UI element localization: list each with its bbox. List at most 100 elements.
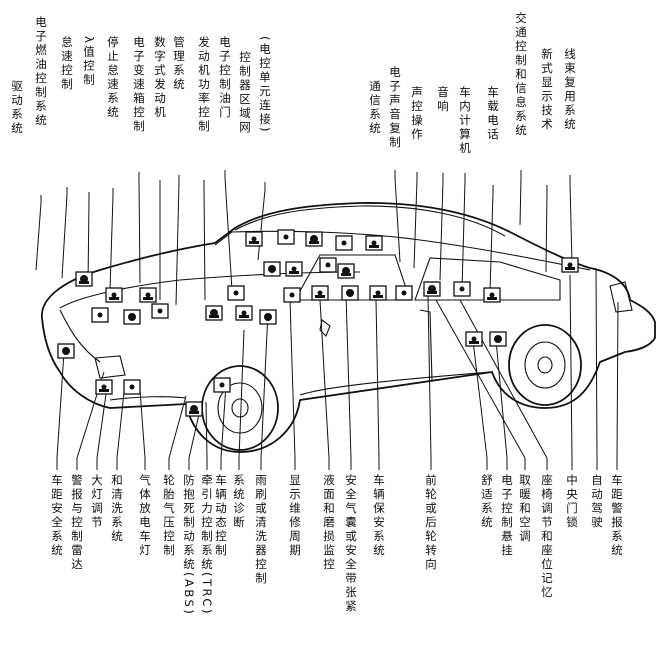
- component-icon-30: [185, 401, 203, 417]
- top-leader-17: [569, 182, 573, 265]
- component-icon-24: [423, 281, 441, 297]
- top-label-13-0: 车内计算机: [458, 86, 472, 156]
- bottom-label-19: 座椅调节和座位记忆: [540, 474, 554, 600]
- component-icon-31: [213, 377, 231, 393]
- bottom-leader-7: [205, 401, 208, 459]
- component-icon-18: [337, 263, 355, 279]
- bottom-leader-9: [238, 329, 245, 459]
- bottom-label-11: 显示维修周期: [288, 474, 302, 558]
- bottom-leader-22: [616, 301, 619, 459]
- top-label-3-0: 停止怠速系统: [106, 36, 120, 120]
- bottom-leader-0: [56, 351, 65, 459]
- bottom-label-6: 防抱死制动系统(ABS): [182, 474, 196, 617]
- top-leader-16: [545, 192, 548, 273]
- leader-lines: [35, 170, 619, 470]
- bottom-label-10: 雨刷或清洗器控制: [254, 474, 268, 586]
- top-leader-15: [519, 177, 522, 226]
- bottom-leader-14: [375, 299, 380, 459]
- top-leader-6: [175, 182, 180, 306]
- top-label-10-0: 通信系统: [368, 80, 382, 136]
- component-icon-8: [235, 305, 253, 321]
- component-icon-15: [263, 261, 281, 277]
- bottom-leader-6: [188, 409, 201, 459]
- bottom-leader-15: [427, 295, 432, 459]
- component-icon-1: [91, 307, 109, 323]
- component-icon-16: [285, 261, 303, 277]
- top-leader-7: [203, 187, 206, 301]
- bottom-label-1: 警报与控制雷达: [70, 474, 84, 572]
- component-icon-4: [139, 287, 157, 303]
- bottom-label-16: 舒适系统: [480, 474, 494, 530]
- component-icon-6: [205, 305, 223, 321]
- top-leader-14: [489, 192, 494, 293]
- top-leader-2: [87, 199, 90, 286]
- bottom-label-15: 前轮或后轮转向: [424, 474, 438, 572]
- top-label-6-0: 管理系统: [172, 36, 186, 92]
- top-label-17-0: 线束复用系统: [563, 48, 577, 132]
- bottom-label-22: 车距警报系统: [610, 474, 624, 558]
- bottom-label-2: 大灯调节: [90, 474, 104, 530]
- component-icon-3: [123, 309, 141, 325]
- bottom-label-14: 车辆保安系统: [372, 474, 386, 558]
- top-label-12-0: 音响: [436, 86, 450, 114]
- top-label-9-1: (电控单元连接): [258, 36, 272, 134]
- top-label-15-0: 交通控制和信息系统: [514, 12, 528, 138]
- bottom-leader-10: [260, 311, 269, 459]
- top-label-0-0: 驱动系统: [10, 80, 24, 136]
- component-icon-27: [57, 343, 75, 359]
- component-icon-32: [465, 331, 483, 347]
- top-label-10-1: 电子声音复制: [388, 66, 402, 150]
- bottom-label-5: 轮胎气压控制: [162, 474, 176, 558]
- top-label-1-0: 怠速控制: [60, 36, 74, 92]
- component-icon-20: [311, 285, 329, 301]
- component-icon-13: [335, 235, 353, 251]
- bottom-label-0: 车距安全系统: [50, 474, 64, 558]
- bottom-leader-18: [435, 299, 526, 459]
- component-icon-14: [365, 235, 383, 251]
- component-icon-22: [369, 285, 387, 301]
- bottom-leader-12: [319, 299, 330, 459]
- bottom-leader-17: [495, 339, 508, 459]
- bottom-label-21: 自动驾驶: [590, 474, 604, 530]
- bottom-leader-3: [116, 382, 126, 459]
- top-leader-4: [138, 179, 141, 284]
- top-leader-3: [109, 195, 114, 291]
- component-icon-19: [283, 287, 301, 303]
- top-leader-9: [257, 189, 266, 261]
- top-label-0-1: 电子燃油控制系统: [34, 16, 48, 128]
- top-leader-12: [439, 180, 444, 281]
- bottom-leader-8: [220, 384, 227, 459]
- bottom-label-12: 液面和磨损监控: [322, 474, 336, 572]
- top-label-11-0: 声控操作: [410, 86, 424, 142]
- top-label-8-0: 电子控制油门: [218, 36, 232, 120]
- component-icon-11: [277, 229, 295, 245]
- component-icon-26: [483, 287, 501, 303]
- top-leader-8: [224, 177, 233, 291]
- component-icon-17: [319, 257, 337, 273]
- top-leader-11: [413, 179, 418, 269]
- component-icon-7: [227, 285, 245, 301]
- bottom-label-20: 中央门锁: [565, 474, 579, 530]
- top-label-4-0: 电子变速箱控制: [132, 36, 146, 134]
- bottom-label-18: 取暖和空调: [518, 474, 532, 544]
- component-icon-25: [453, 281, 471, 297]
- component-icon-29: [123, 379, 141, 395]
- bottom-leader-4: [139, 389, 146, 459]
- component-icon-21: [341, 285, 359, 301]
- component-icon-33: [489, 331, 507, 347]
- top-label-7-0: 发动机功率控制: [197, 36, 211, 134]
- top-leader-10: [394, 177, 401, 263]
- component-icon-0: [75, 271, 93, 287]
- bottom-label-7: 牵引力控制系统(TRC): [200, 474, 214, 616]
- top-leader-1: [61, 194, 68, 279]
- bottom-label-17: 电子控制悬挂: [500, 474, 514, 558]
- bottom-leader-20: [569, 274, 573, 459]
- bottom-leader-19: [459, 299, 548, 459]
- top-label-9-0: 控制器区域网: [238, 51, 252, 135]
- bottom-label-4: 气体放电车灯: [138, 474, 152, 558]
- component-icon-9: [259, 309, 277, 325]
- top-label-14-0: 车载电话: [486, 86, 500, 142]
- bottom-leader-21: [595, 267, 598, 459]
